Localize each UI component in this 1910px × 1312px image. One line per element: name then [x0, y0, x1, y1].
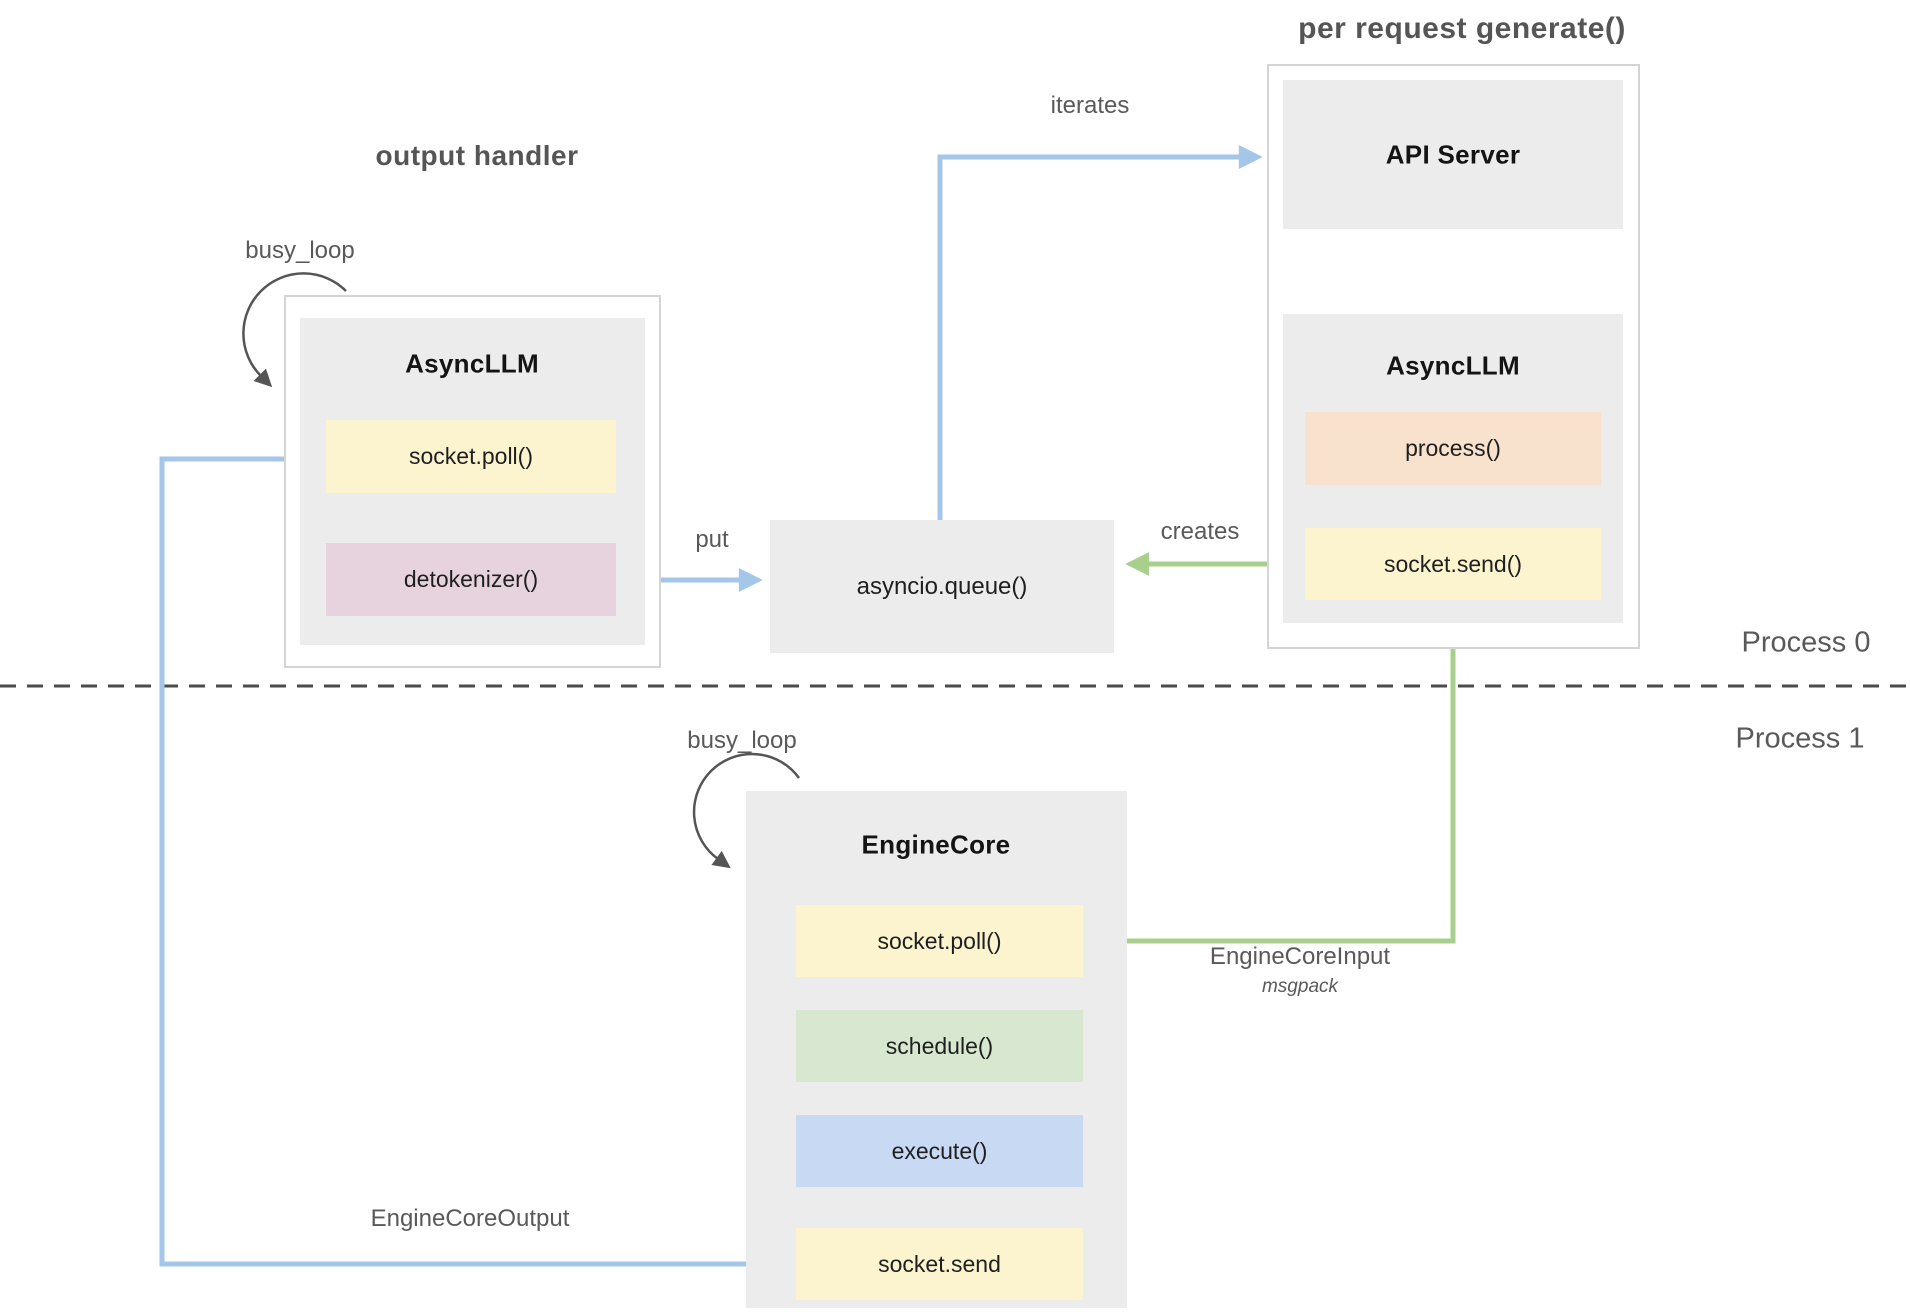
engine-core-output-label: EngineCoreOutput	[370, 1205, 570, 1232]
per-request-generate-title: per request generate()	[1298, 12, 1626, 45]
iterates-label: iterates	[1050, 92, 1130, 119]
async-llm-left-title: AsyncLLM	[405, 348, 539, 379]
async-llm-right-process: process()	[1305, 412, 1601, 485]
busy-loop-label-bottom: busy_loop	[687, 727, 797, 754]
engine-core-input-arrow	[1099, 602, 1456, 954]
process-0-label: Process 0	[1741, 626, 1871, 659]
async-llm-right-socket-send: socket.send()	[1305, 528, 1601, 600]
creates-label: creates	[1160, 518, 1240, 545]
engine-core-title: EngineCore	[861, 829, 1011, 860]
engine-core-schedule: schedule()	[796, 1010, 1083, 1082]
engine-core-execute: execute()	[796, 1115, 1083, 1187]
busy-loop-label-top: busy_loop	[245, 237, 355, 264]
async-llm-right-title: AsyncLLM	[1386, 350, 1520, 381]
api-server-title: API Server	[1385, 139, 1521, 170]
engine-core-socket-poll: socket.poll()	[796, 905, 1083, 977]
engine-core-input-label: EngineCoreInput	[1209, 943, 1391, 970]
async-llm-left-detokenizer: detokenizer()	[326, 543, 616, 616]
put-label: put	[695, 526, 729, 553]
iterates-arrow	[937, 144, 1263, 520]
asyncio-queue-node: asyncio.queue()	[770, 520, 1114, 653]
api-server-node	[1283, 80, 1623, 229]
async-llm-left-socket-poll: socket.poll()	[326, 420, 616, 493]
msgpack-label: msgpack	[1261, 976, 1339, 997]
output-handler-title: output handler	[375, 140, 579, 171]
process-1-label: Process 1	[1735, 722, 1865, 755]
engine-core-socket-send: socket.send	[796, 1228, 1083, 1300]
